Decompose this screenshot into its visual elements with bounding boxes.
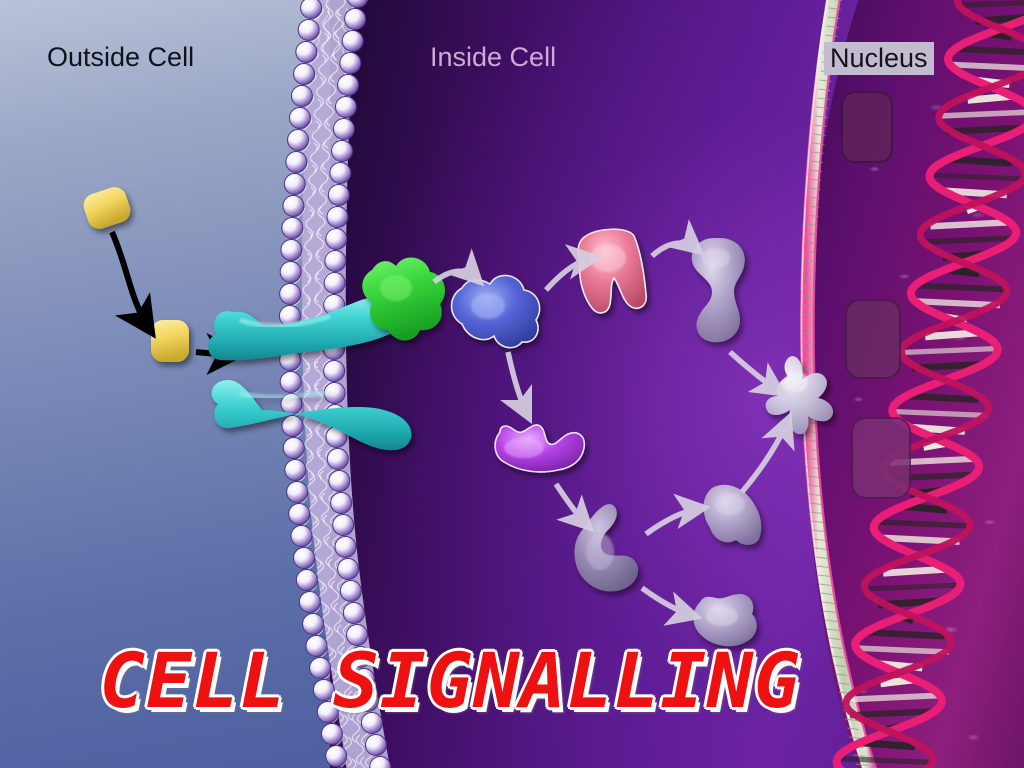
arrow-magenta-to-hook bbox=[553, 482, 595, 533]
arrow-pink-to-dumbbell bbox=[650, 219, 705, 259]
ligand-approaching-receptor bbox=[151, 320, 189, 362]
ligand-free bbox=[83, 187, 131, 229]
protein-green bbox=[362, 257, 445, 341]
protein-pink bbox=[577, 228, 648, 314]
transcription-factor bbox=[765, 356, 834, 435]
arrow-green-to-blue bbox=[432, 248, 485, 287]
plasma-membrane bbox=[278, 0, 392, 768]
arrow-blue-to-pink bbox=[543, 244, 603, 292]
protein-blue bbox=[450, 274, 541, 349]
label-nucleus: Nucleus bbox=[824, 42, 934, 75]
label-outside-cell: Outside Cell bbox=[47, 42, 195, 72]
protein-lavender-hook bbox=[574, 504, 639, 592]
protein-lavender-wedge bbox=[703, 484, 762, 545]
arrow-blue-to-magenta bbox=[500, 351, 533, 424]
arrow-wedge-to-tf bbox=[739, 411, 795, 494]
protein-lavender-dumbbell bbox=[691, 238, 745, 343]
protein-lavender-lump bbox=[693, 594, 757, 647]
arrow-ligand-descend bbox=[109, 230, 156, 339]
page-title: CELL SIGNALLING bbox=[99, 636, 801, 725]
label-inside-cell: Inside Cell bbox=[430, 42, 557, 72]
protein-magenta bbox=[494, 424, 586, 473]
arrow-hook-to-wedge bbox=[644, 493, 711, 537]
arrow-dumbbell-to-tf bbox=[728, 349, 788, 397]
arrow-hook-to-lump bbox=[640, 585, 703, 626]
transmembrane-receptor bbox=[208, 295, 412, 451]
nucleosome-capsules bbox=[841, 91, 911, 499]
